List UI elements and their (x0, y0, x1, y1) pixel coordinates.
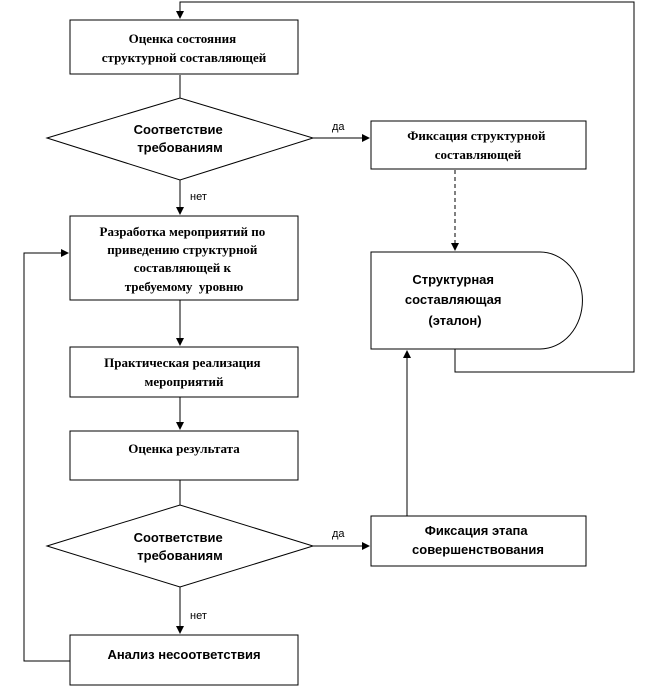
node-evaluate-state-label: Оценка состояния структурной составляюще… (102, 31, 267, 65)
node-evaluate-state (69, 19, 299, 75)
node-evaluate-result-label: Оценка результата (128, 441, 240, 456)
node-implementation-line-2: мероприятий (145, 374, 224, 389)
node-decision-2-line-1: Соответствие (134, 530, 223, 545)
node-develop-measures-line-1: Разработка мероприятий по (100, 224, 266, 239)
edge-label-decision1-no: нет (190, 191, 207, 203)
node-reference-component (370, 251, 583, 350)
edge-label-decision2-no: нет (190, 610, 207, 622)
node-implementation-label: Практическая реализация мероприятий (104, 355, 264, 389)
node-decision-1-line-2: требованиям (137, 140, 222, 155)
node-decision-1-label: Соответствие требованиям (134, 122, 227, 155)
node-develop-measures-line-4: требуемому уровню (125, 279, 244, 294)
node-fix-component (370, 120, 587, 170)
node-fix-stage-label: Фиксация этапа совершенствования (412, 523, 544, 557)
node-decision-1 (45, 97, 315, 181)
node-nonconformity-analysis (69, 634, 299, 686)
node-implementation (69, 346, 299, 398)
node-decision-2 (45, 504, 315, 588)
node-fix-component-label: Фиксация структурной составляющей (407, 128, 549, 162)
feedback-loop-top (176, 1, 635, 373)
node-fix-component-line-1: Фиксация структурной (407, 128, 546, 143)
node-decision-2-line-2: требованиям (137, 548, 222, 563)
node-fix-component-line-2: составляющей (435, 147, 522, 162)
edge-label-decision2-yes: да (332, 528, 345, 540)
node-evaluate-state-line-1: Оценка состояния (129, 31, 236, 46)
node-develop-measures-label: Разработка мероприятий по приведению стр… (100, 224, 269, 294)
node-decision-2-label: Соответствие требованиям (134, 530, 227, 563)
node-develop-measures-line-3: составляющей к (134, 260, 232, 275)
node-reference-line-1: Структурная (412, 272, 494, 287)
node-fix-stage-line-1: Фиксация этапа (425, 523, 529, 538)
node-nonconformity-analysis-label: Анализ несоответствия (107, 647, 260, 662)
node-evaluate-result-line-1: Оценка результата (128, 441, 240, 456)
node-develop-measures-line-2: приведению структурной (107, 242, 258, 257)
edge-label-decision1-yes: да (332, 121, 345, 133)
node-fix-stage-line-2: совершенствования (412, 542, 544, 557)
node-nonconformity-line-1: Анализ несоответствия (107, 647, 260, 662)
node-evaluate-state-line-2: структурной составляющей (102, 50, 267, 65)
feedback-loop-left (23, 249, 70, 662)
node-evaluate-result (69, 430, 299, 481)
node-fix-stage (370, 515, 587, 567)
node-decision-1-line-1: Соответствие (134, 122, 223, 137)
node-develop-measures (69, 215, 299, 301)
node-implementation-line-1: Практическая реализация (104, 355, 260, 370)
node-reference-line-2: составляющая (405, 292, 502, 307)
node-reference-line-3: (эталон) (428, 313, 481, 328)
node-reference-component-label: Структурная составляющая (эталон) (405, 272, 505, 328)
